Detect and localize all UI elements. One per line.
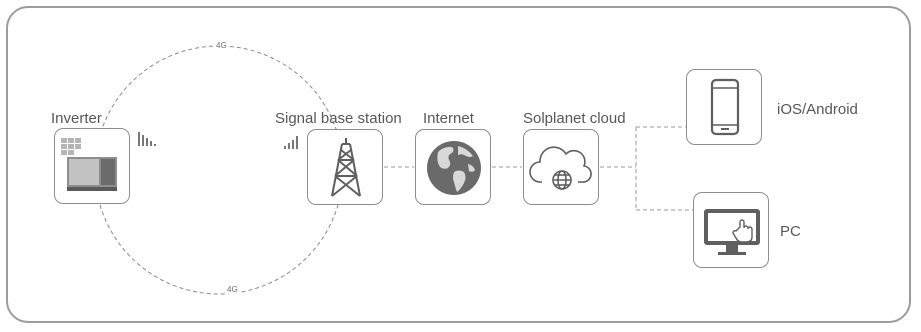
- internet-node[interactable]: [415, 129, 491, 205]
- pc-node[interactable]: [693, 192, 769, 268]
- inverter-label: Inverter: [51, 110, 102, 127]
- weak-signal-icon: [138, 132, 156, 146]
- link-label-4g-bottom: 4G: [225, 285, 240, 294]
- base-station-label: Signal base station: [275, 110, 402, 127]
- cloud-node[interactable]: [523, 129, 599, 205]
- cloud-label: Solplanet cloud: [523, 110, 626, 127]
- cloud-icon: [529, 146, 592, 190]
- internet-label: Internet: [423, 110, 474, 127]
- diagram-frame: [6, 6, 911, 323]
- smartphone-icon: [710, 78, 740, 136]
- mobile-node[interactable]: [686, 69, 762, 145]
- pc-label: PC: [780, 223, 801, 240]
- cell-tower-icon: [331, 138, 361, 197]
- inverter-node[interactable]: [54, 128, 130, 204]
- 4g-coverage-circle: [94, 45, 344, 295]
- inverter-icon: [61, 138, 117, 191]
- base-station-node[interactable]: [307, 129, 383, 205]
- globe-icon: [427, 141, 481, 195]
- desktop-monitor-icon: [704, 209, 760, 255]
- link-label-4g-top: 4G: [214, 41, 229, 50]
- signal-strength-icon: [284, 136, 298, 149]
- mobile-label: iOS/Android: [777, 101, 858, 118]
